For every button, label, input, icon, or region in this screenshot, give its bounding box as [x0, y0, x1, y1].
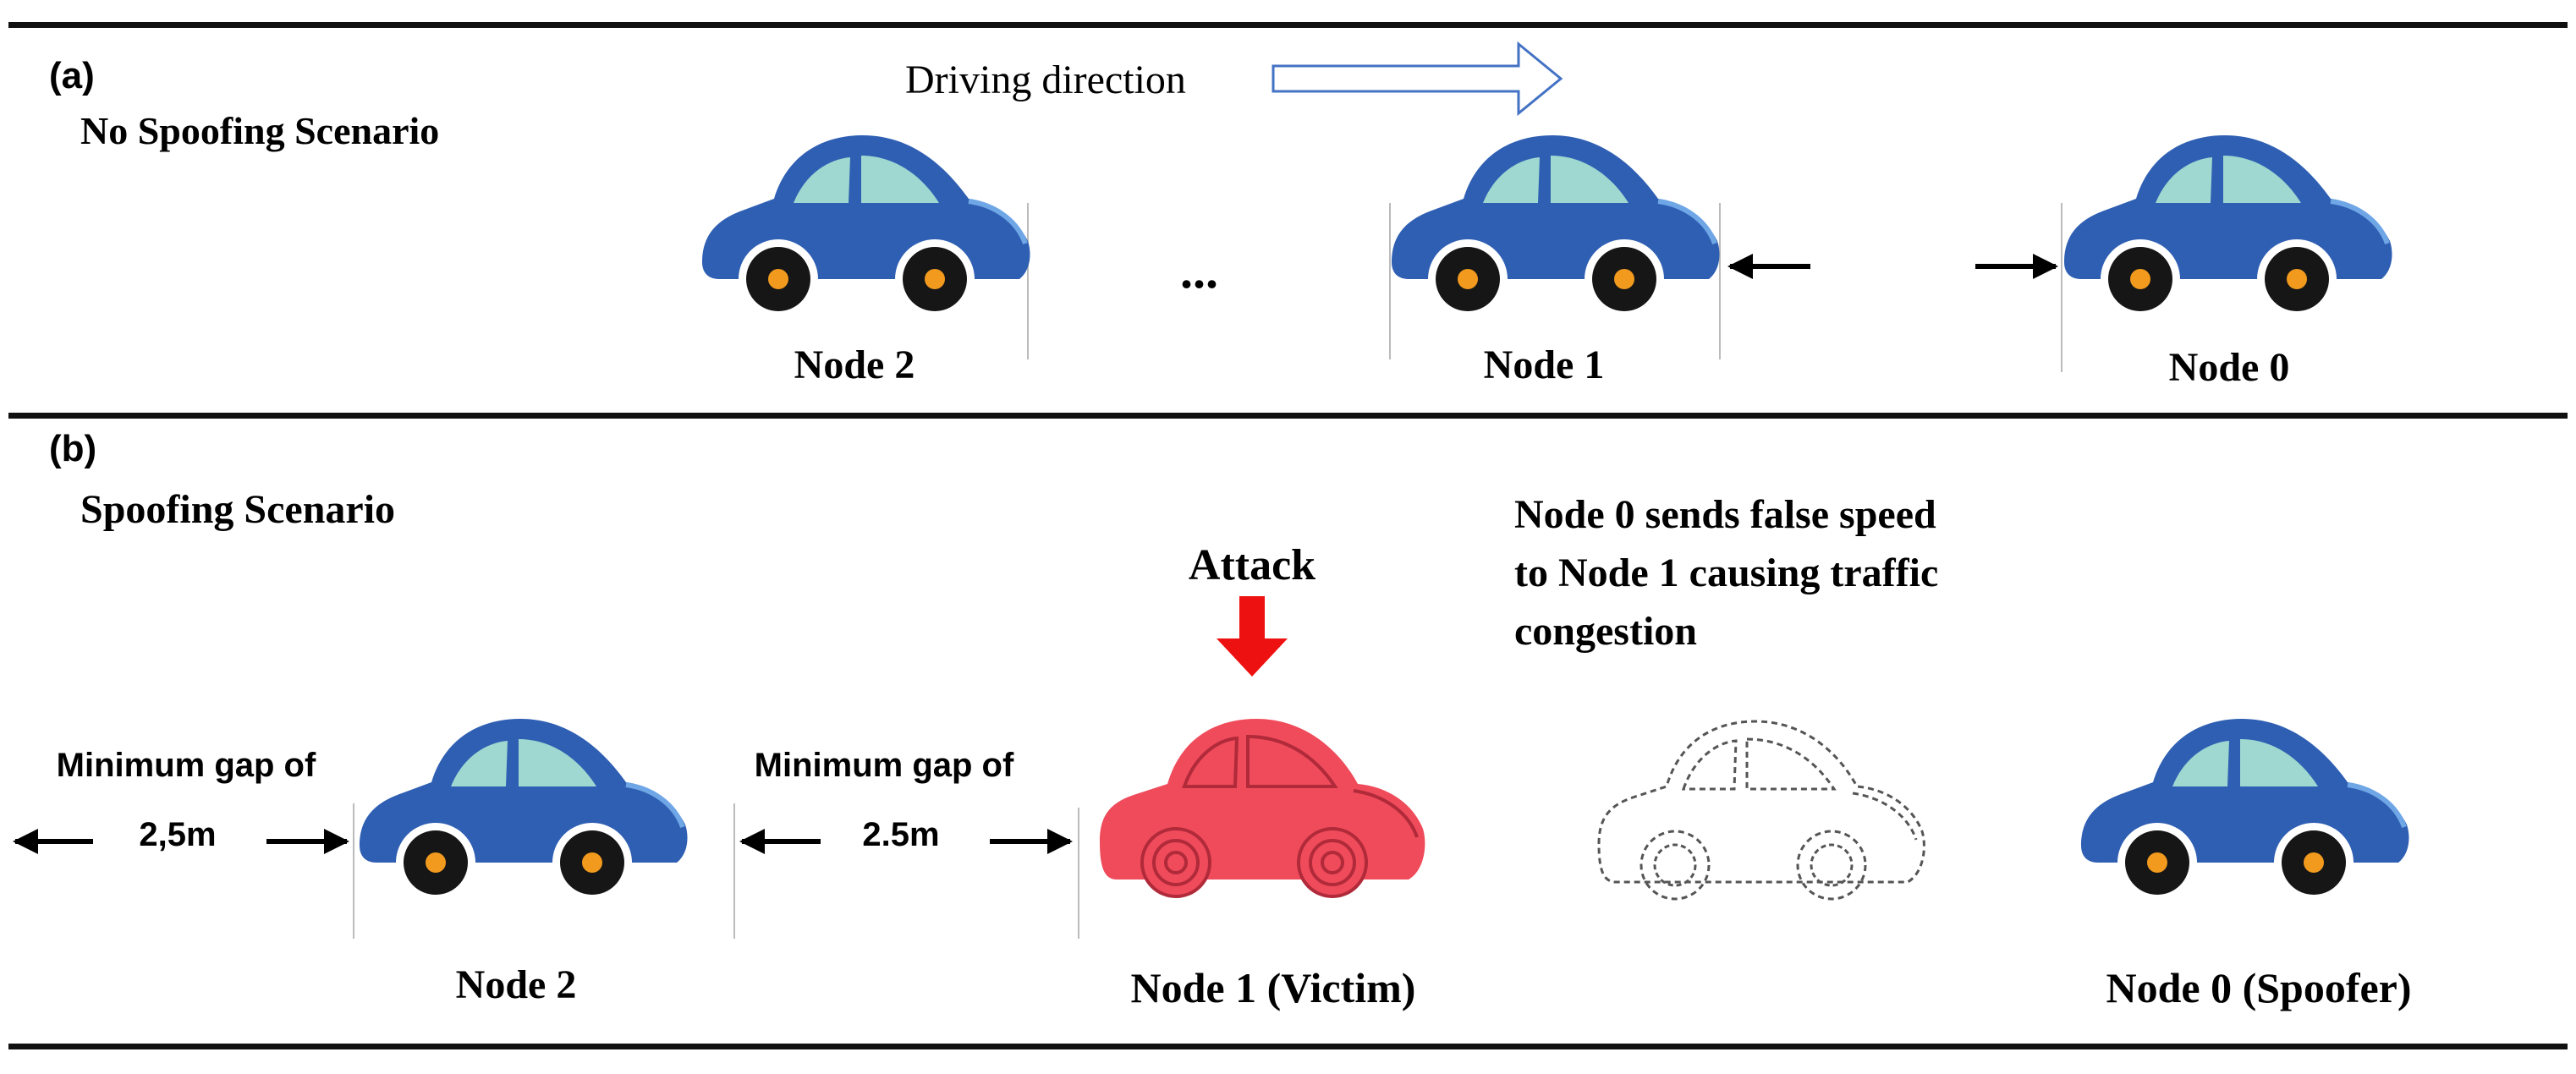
- node1-victim-label: Node 1 (Victim): [1131, 964, 1416, 1011]
- node2-label-b: Node 2: [456, 962, 577, 1007]
- attack-label: Attack: [1189, 541, 1315, 589]
- node0-label-a: Node 0: [2169, 345, 2290, 390]
- node1-label-a: Node 1: [1484, 342, 1605, 387]
- node1-victim-car: [1078, 717, 1427, 939]
- middle-divider: [8, 413, 2568, 419]
- driving-direction-arrow: [1272, 41, 1563, 117]
- node0-car-a: [2061, 135, 2392, 372]
- node0-spoofer-label: Node 0 (Spoofer): [2106, 964, 2411, 1011]
- spoof-note-line3: congestion: [1514, 609, 1697, 654]
- spoof-note-line1: Node 0 sends false speed: [1514, 492, 1936, 537]
- node2-car-b: [353, 719, 735, 939]
- node2-car-a: [702, 135, 1030, 359]
- car-icon: [2081, 719, 2409, 902]
- car-icon: [2064, 135, 2392, 319]
- spoof-note-line2: to Node 1 causing traffic: [1514, 551, 1938, 595]
- car-icon: [1392, 135, 1720, 319]
- driving-direction-label: Driving direction: [905, 58, 1186, 102]
- panel-a-title: No Spoofing Scenario: [80, 109, 439, 152]
- car-icon: [360, 719, 688, 902]
- gap2-text-line2: 2.5m: [862, 816, 939, 853]
- attack-arrow: [1217, 596, 1288, 677]
- node0-spoofer-car: [2081, 719, 2409, 902]
- top-divider: [8, 22, 2568, 28]
- node2-label-a: Node 2: [794, 342, 915, 387]
- bottom-divider: [8, 1044, 2568, 1049]
- car-icon: [702, 135, 1030, 319]
- ghost-car-icon: [1597, 720, 1925, 901]
- panel-b-title: Spoofing Scenario: [80, 487, 395, 532]
- car-icon: [1098, 717, 1427, 898]
- gap2-text-line1: Minimum gap of: [755, 747, 1014, 784]
- gap1-text-line1: Minimum gap of: [57, 747, 316, 784]
- gap1-text-line2: 2,5m: [139, 816, 216, 853]
- panel-b-label: (b): [49, 428, 96, 469]
- ellipsis: ...: [1180, 243, 1218, 299]
- panel-a-label: (a): [49, 55, 95, 96]
- node1-car-a: [1389, 135, 1720, 359]
